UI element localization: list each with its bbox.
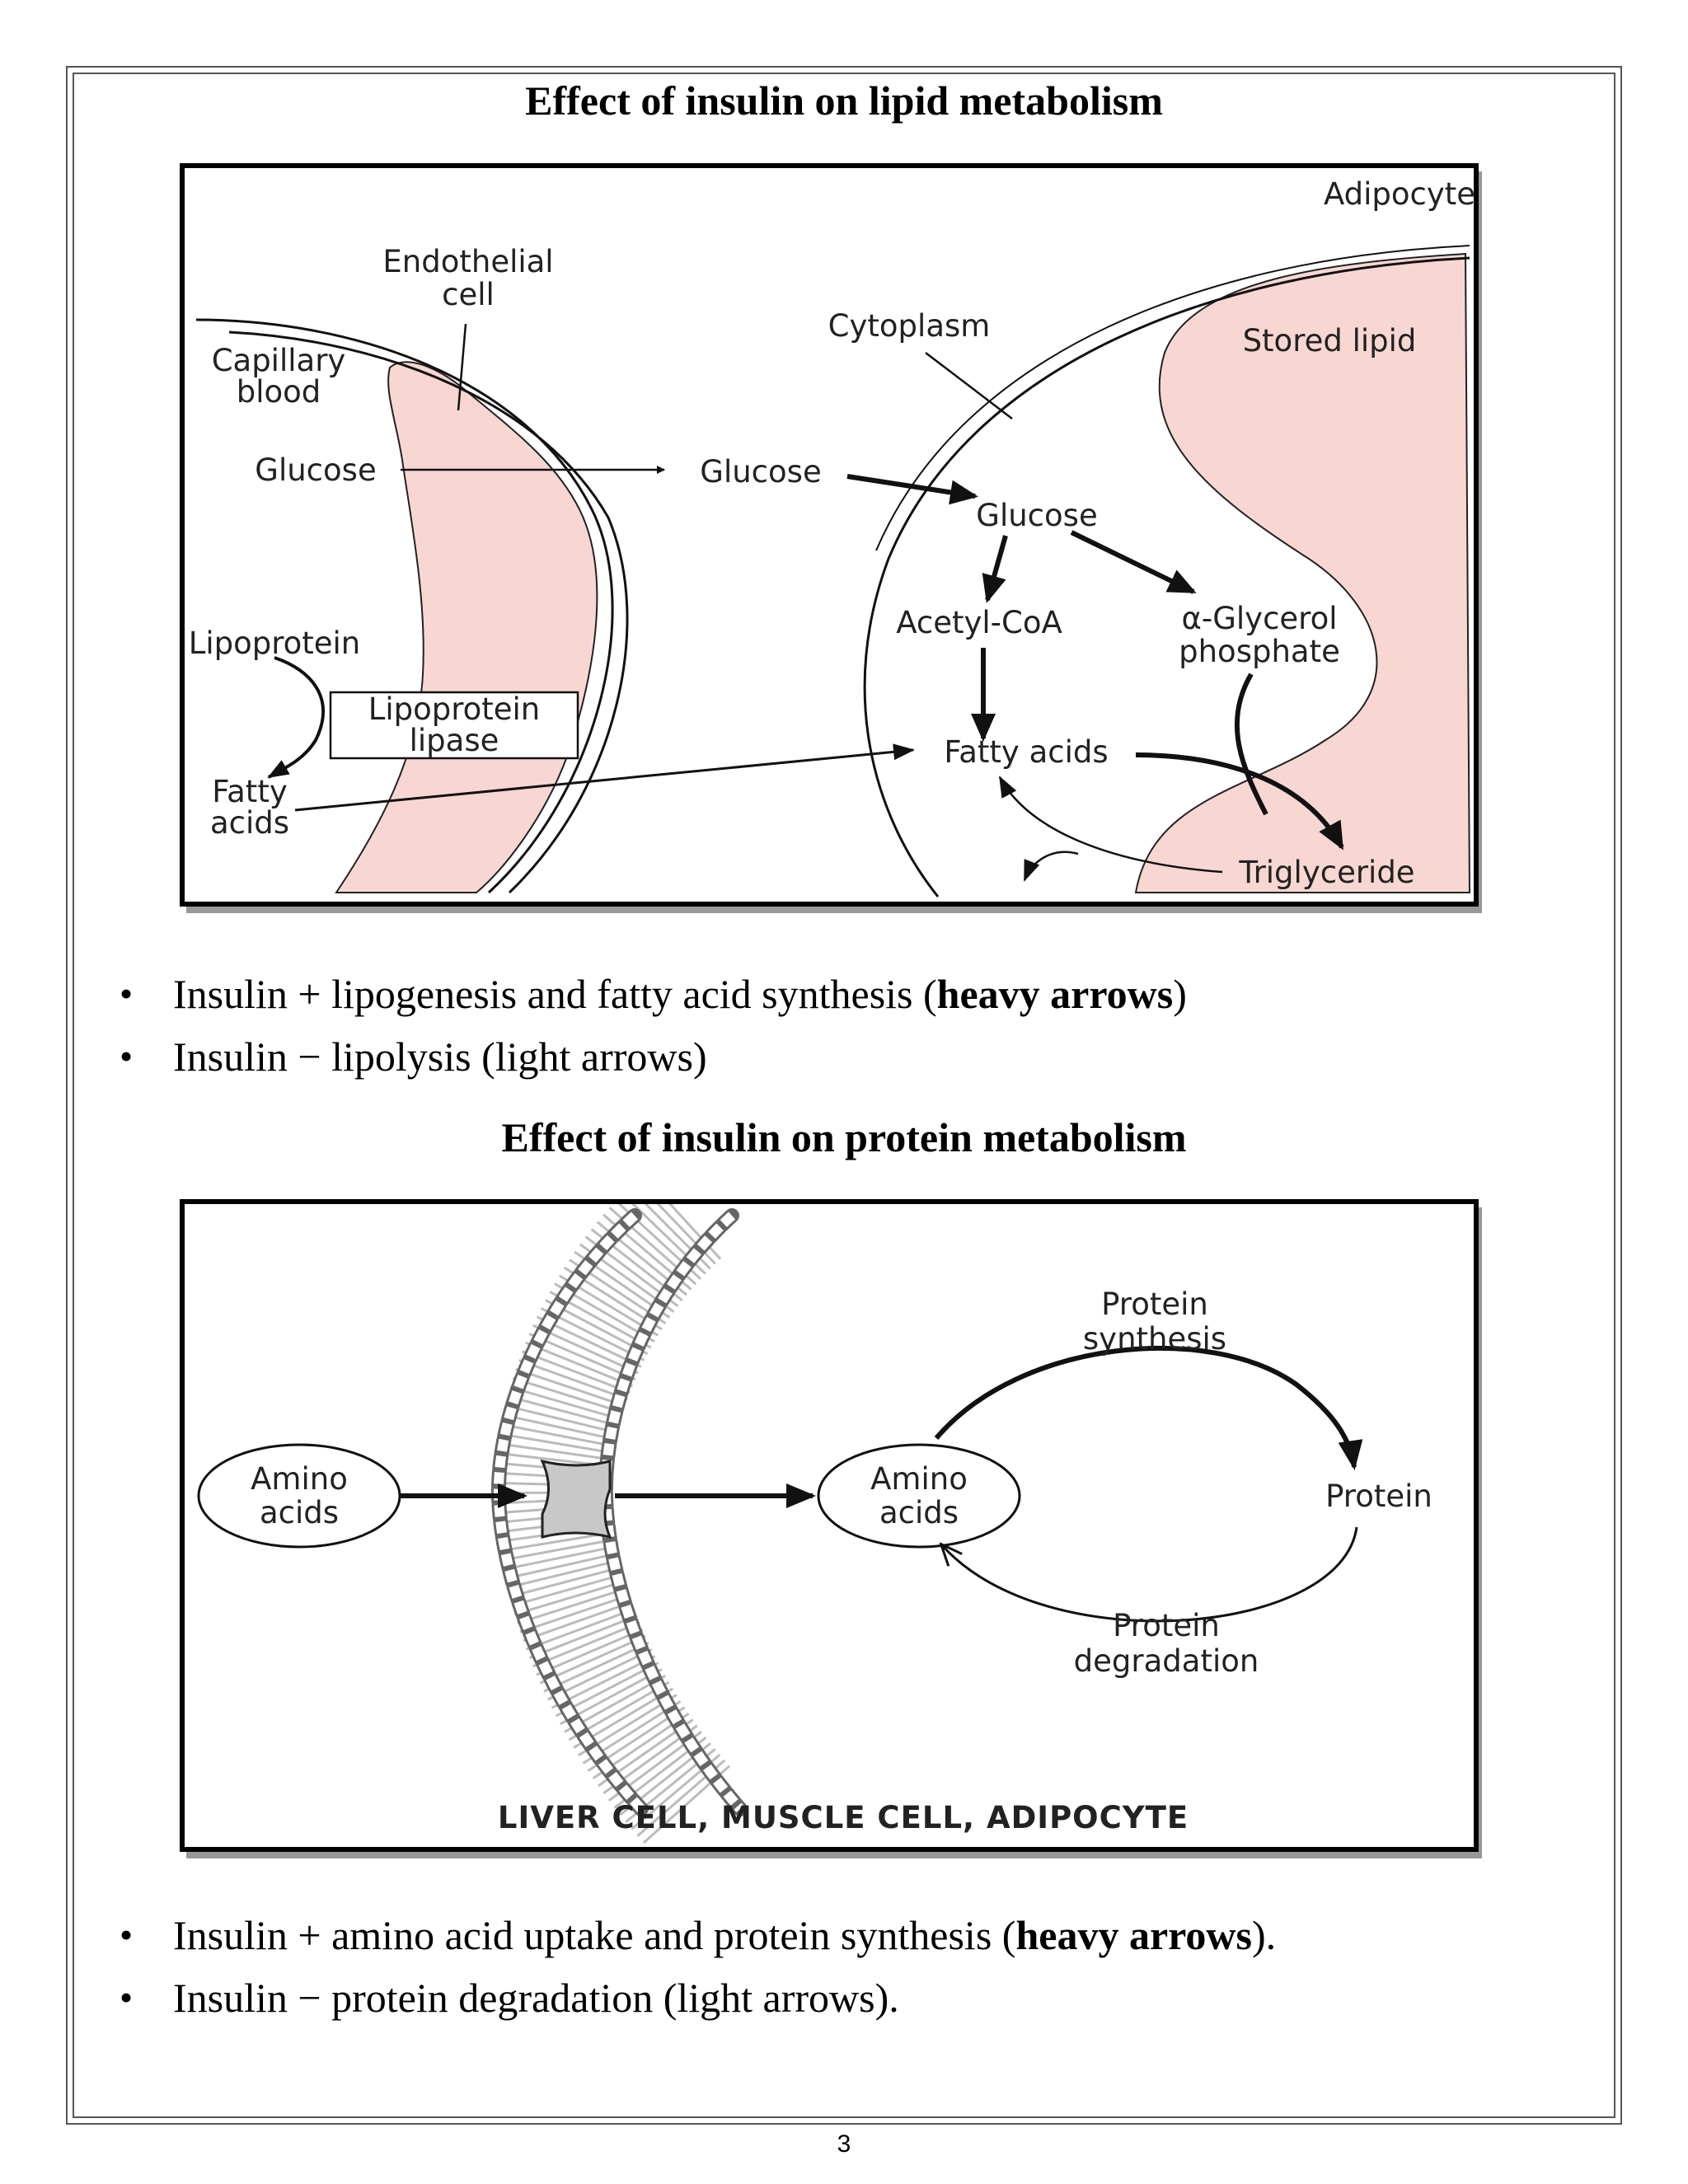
glucose-to-acetylcoa-arrow [982,535,1008,603]
label-lipoprotein-lipase-1: Lipoprotein [368,691,541,727]
lipid-bullet-2: Insulin − lipolysis (light arrows) [120,1025,1562,1088]
endothelial-leader-line [457,323,467,411]
label-alpha-glycerol-2: phosphate [1179,634,1340,669]
glucose-uptake-arrow [846,474,978,505]
label-glucose-blood: Glucose [255,452,376,488]
label-glucose-cytoplasm: Glucose [976,498,1097,533]
lipid-bullet-list: Insulin + lipogenesis and fatty acid syn… [120,963,1562,1088]
protein-degradation-arrow [942,1526,1358,1623]
label-alpha-glycerol-1: α-Glycerol [1181,601,1337,636]
lipoprotein-lipase-box [329,691,579,760]
protein-section-title: Effect of insulin on protein metabolism [501,1114,1187,1160]
lipoprotein-lipase-arrow [267,656,326,779]
label-fatty-acids-blood-1: Fatty [212,774,287,809]
lipolysis-arrow-to-fattyacids [998,776,1223,874]
lipolysis-arrow-out [1023,851,1079,882]
label-endothelial-cell-2: cell [442,277,495,312]
protein-bullet-list: Insulin + amino acid uptake and protein … [120,1904,1562,2029]
label-protein: Protein [1325,1479,1432,1514]
cytoplasm-leader-line [925,352,1013,419]
protein-metabolism-diagram: Amino acids Amino acids Protein synthesi… [180,1199,1482,1858]
label-protein-synthesis-1: Protein [1101,1286,1208,1322]
label-stored-lipid: Stored lipid [1243,323,1417,359]
page-border-inner [73,73,1615,2118]
stored-lipid-shape [1134,252,1471,893]
adipocyte-membrane-inner [875,245,1470,551]
label-cell-types: LIVER CELL, MUSCLE CELL, ADIPOCYTE [498,1800,1189,1835]
lipid-bullet-1: Insulin + lipogenesis and fatty acid syn… [120,963,1562,1025]
page-border-outer [66,66,1622,2125]
label-amino-acids-out-2: acids [260,1495,339,1530]
label-capillary-blood-2: blood [237,374,321,410]
label-adipocyte: Adipocyte [1324,176,1475,212]
label-triglyceride: Triglyceride [1238,855,1414,890]
amino-acids-extracellular-ellipse [197,1443,401,1549]
adipocyte-membrane [863,256,1470,898]
cell-membrane-bilayer [494,1204,734,1849]
label-endothelial-cell-1: Endothelial [382,244,553,279]
glucose-to-glycerol-arrow [1070,530,1197,594]
label-amino-acids-in-1: Amino [870,1461,968,1497]
label-protein-synthesis-2: synthesis [1083,1321,1226,1357]
label-acetyl-coa: Acetyl-CoA [896,605,1062,640]
label-capillary-blood-1: Capillary [212,343,346,378]
label-protein-degradation-1: Protein [1113,1608,1220,1643]
amino-acid-transporter [540,1459,612,1540]
protein-bullet-1: Insulin + amino acid uptake and protein … [120,1904,1562,1966]
fattyacids-transport-arrow [294,743,915,812]
label-fatty-acids-blood-2: acids [210,805,289,841]
capillary-wall-line-1 [195,318,614,894]
label-cytoplasm: Cytoplasm [828,308,991,344]
amino-acids-intracellular-ellipse [817,1443,1021,1549]
label-protein-degradation-2: degradation [1074,1643,1259,1679]
label-fatty-acids-cytoplasm: Fatty acids [944,734,1108,770]
label-lipoprotein-lipase-2: lipase [410,723,499,758]
endothelial-cell-shape [335,361,598,893]
label-lipoprotein: Lipoprotein [189,626,361,661]
capillary-wall-line-2 [228,330,629,894]
protein-synthesis-arrow [934,1345,1363,1470]
protein-diagram-frame [180,1199,1479,1852]
protein-bullet-2: Insulin − protein degradation (light arr… [120,1966,1562,2029]
label-glucose-interstitial: Glucose [700,454,821,490]
lipid-section-title: Effect of insulin on lipid metabolism [525,77,1163,124]
lipid-metabolism-diagram: Adipocyte Endothelial cell Capillary blo… [180,163,1482,913]
label-amino-acids-in-2: acids [879,1495,959,1530]
fattyacids-to-triglyceride-arrow [1135,752,1344,851]
glycerol-to-triglyceride-arrow [1234,673,1268,816]
page-number: 3 [837,2130,851,2158]
label-amino-acids-out-1: Amino [251,1461,348,1497]
